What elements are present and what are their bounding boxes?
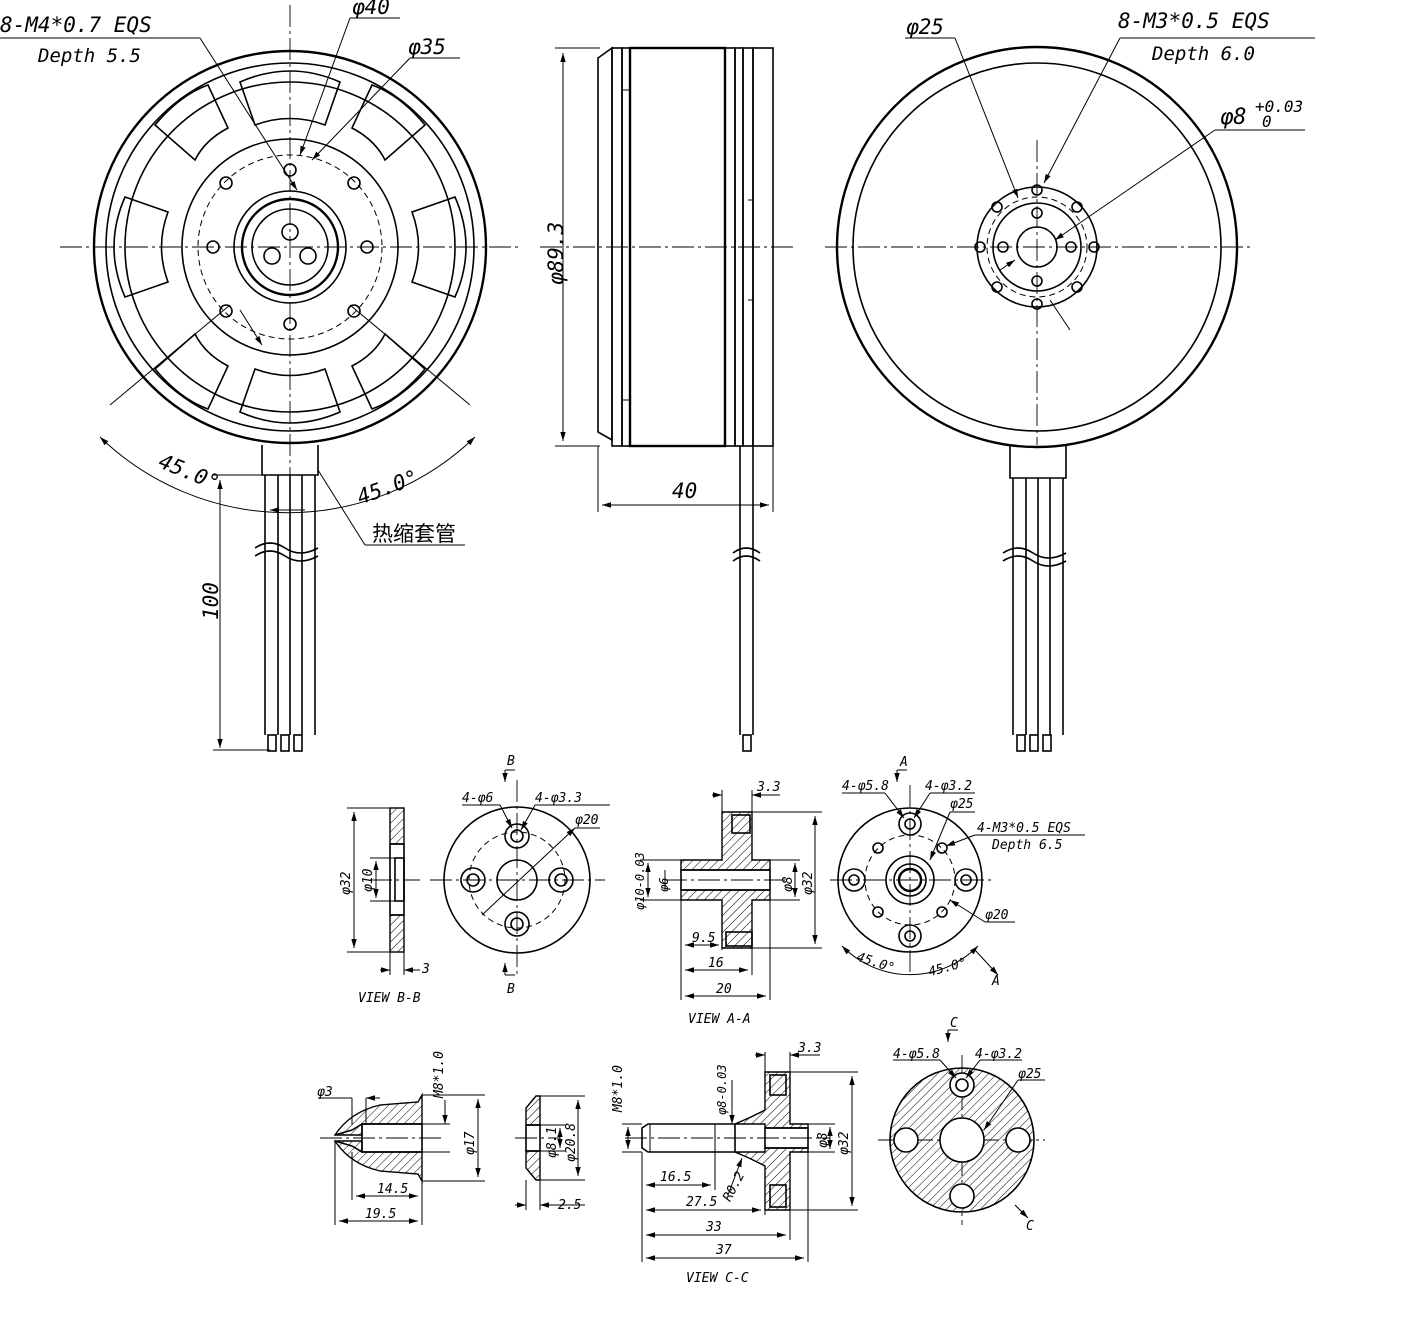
nut-d17-label: φ17 bbox=[463, 1131, 478, 1155]
view-aa: 3.3 φ10-0.03 φ6 φ8 φ32 9.5 16 20 VIEW A-… bbox=[633, 780, 822, 1027]
cc-275-label: 27.5 bbox=[686, 1195, 717, 1210]
pa-depth-label: Depth 6.5 bbox=[991, 838, 1063, 853]
pa-d25-label: φ25 bbox=[950, 797, 974, 812]
pc-d25-label: φ25 bbox=[1018, 1067, 1042, 1082]
bb-cut-bottom: B bbox=[507, 982, 515, 997]
rear-d25-label: φ25 bbox=[906, 15, 944, 39]
front-d40-label: φ40 bbox=[352, 0, 390, 19]
cc-37-label: 37 bbox=[715, 1243, 732, 1258]
cc-title: VIEW C-C bbox=[686, 1271, 749, 1286]
cc-m8-label: M8*1.0 bbox=[611, 1065, 626, 1113]
cc-w33-label: 3.3 bbox=[797, 1041, 821, 1056]
front-depth-label: Depth 5.5 bbox=[37, 45, 141, 67]
cc-d8-label: φ8 bbox=[816, 1132, 831, 1148]
wash-d208-label: φ20.8 bbox=[564, 1123, 579, 1162]
cc-cut-bottom: C bbox=[1026, 1219, 1034, 1234]
view-cc: M8*1.0 φ8-0.03 3.3 φ8 φ32 16.5 R0.2 27.5… bbox=[611, 1041, 858, 1286]
nut-m8-label: M8*1.0 bbox=[432, 1051, 447, 1099]
aa-cut-bottom: A bbox=[991, 974, 1000, 989]
aa-d8-label: φ8 bbox=[781, 876, 796, 892]
wash-25-label: 2.5 bbox=[558, 1198, 582, 1213]
aa-w33-label: 3.3 bbox=[756, 780, 780, 795]
pa-ang2-label: 45.0° bbox=[927, 956, 969, 981]
aa-cut-top: A bbox=[899, 755, 908, 770]
bb-d10-label: φ10 bbox=[361, 868, 376, 892]
pa-thread-label: 4-M3*0.5 EQS bbox=[977, 821, 1071, 836]
rear-depth-label: Depth 6.0 bbox=[1151, 43, 1255, 65]
pb-holes6-label: 4-φ6 bbox=[462, 791, 493, 806]
cc-165-label: 16.5 bbox=[660, 1170, 691, 1185]
aa-16-label: 16 bbox=[708, 956, 724, 971]
front-angle-right-label: 45.0° bbox=[354, 465, 422, 509]
hub-a-front: A A 4-φ5.8 4-φ3.2 φ25 4-M3*0.5 EQS Depth… bbox=[830, 755, 1085, 989]
lead-length-label: 100 bbox=[199, 582, 223, 620]
washer: φ8.1 φ20.8 2.5 bbox=[515, 1095, 585, 1213]
adapter-c-front: C C 4-φ5.8 4-φ3.2 φ25 bbox=[878, 1016, 1045, 1234]
plate-b-front: B B 4-φ6 4-φ3.3 φ20 bbox=[430, 754, 610, 997]
pa-holes32-label: 4-φ3.2 bbox=[925, 779, 972, 794]
aa-d6-label: φ6 bbox=[657, 878, 671, 892]
bb-title: VIEW B-B bbox=[358, 991, 421, 1006]
rear-thread-label: 8-M3*0.5 EQS bbox=[1118, 9, 1270, 33]
cc-33-label: 33 bbox=[705, 1220, 722, 1235]
bb-d32-label: φ32 bbox=[339, 871, 354, 895]
pc-holes32-label: 4-φ3.2 bbox=[975, 1047, 1022, 1062]
pa-ang1-label: 45.0° bbox=[854, 950, 896, 976]
spoke-windows bbox=[113, 70, 467, 424]
bb-t3-label: 3 bbox=[421, 962, 430, 977]
nut-d3-label: φ3 bbox=[317, 1085, 333, 1100]
front-view: 8-M4*0.7 EQS Depth 5.5 φ40 φ35 45.0° 45.… bbox=[0, 0, 520, 752]
front-angle-left-label: 45.0° bbox=[155, 449, 223, 495]
rear-bolt-holes bbox=[974, 184, 1100, 310]
front-thread-label: 8-M4*0.7 EQS bbox=[0, 13, 152, 37]
view-bb: φ32 φ10 3 VIEW B-B bbox=[339, 807, 430, 1006]
cc-d8tol-label: φ8-0.03 bbox=[715, 1064, 729, 1115]
pc-holes58-label: 4-φ5.8 bbox=[893, 1047, 940, 1062]
side-width-label: 40 bbox=[672, 479, 697, 503]
nut-145-label: 14.5 bbox=[377, 1182, 408, 1197]
aa-d32-label: φ32 bbox=[801, 871, 816, 895]
aa-title: VIEW A-A bbox=[688, 1012, 751, 1027]
aa-d10tol-label: φ10-0.03 bbox=[633, 852, 647, 910]
cc-cut-top: C bbox=[950, 1016, 958, 1031]
side-view: φ89.3 40 bbox=[540, 46, 795, 752]
bb-cut-top: B bbox=[507, 754, 515, 769]
cc-r02-label: R0.2 bbox=[720, 1169, 748, 1204]
rear-view: φ25 8-M3*0.5 EQS Depth 6.0 φ8 +0.03 0 bbox=[825, 9, 1315, 752]
rear-tol-up: +0.03 bbox=[1255, 97, 1303, 116]
prop-nut: φ3 M8*1.0 φ17 14.5 19.5 bbox=[317, 1051, 485, 1225]
pb-holes33-label: 4-φ3.3 bbox=[535, 791, 582, 806]
aa-20-label: 20 bbox=[716, 982, 732, 997]
rear-tol-low: 0 bbox=[1262, 112, 1272, 131]
aa-95-label: 9.5 bbox=[692, 931, 716, 946]
pb-d20-label: φ20 bbox=[575, 813, 599, 828]
wash-d81-label: φ8.1 bbox=[545, 1127, 560, 1158]
nut-195-label: 19.5 bbox=[365, 1207, 396, 1222]
heat-shrink-label: 热缩套管 bbox=[372, 522, 456, 546]
pa-holes58-label: 4-φ5.8 bbox=[842, 779, 889, 794]
rear-bore-label: φ8 bbox=[1220, 105, 1247, 130]
side-dia-label: φ89.3 bbox=[544, 222, 568, 285]
front-d35-label: φ35 bbox=[408, 35, 446, 59]
pa-d20-label: φ20 bbox=[985, 908, 1009, 923]
cc-d32-label: φ32 bbox=[837, 1131, 852, 1155]
